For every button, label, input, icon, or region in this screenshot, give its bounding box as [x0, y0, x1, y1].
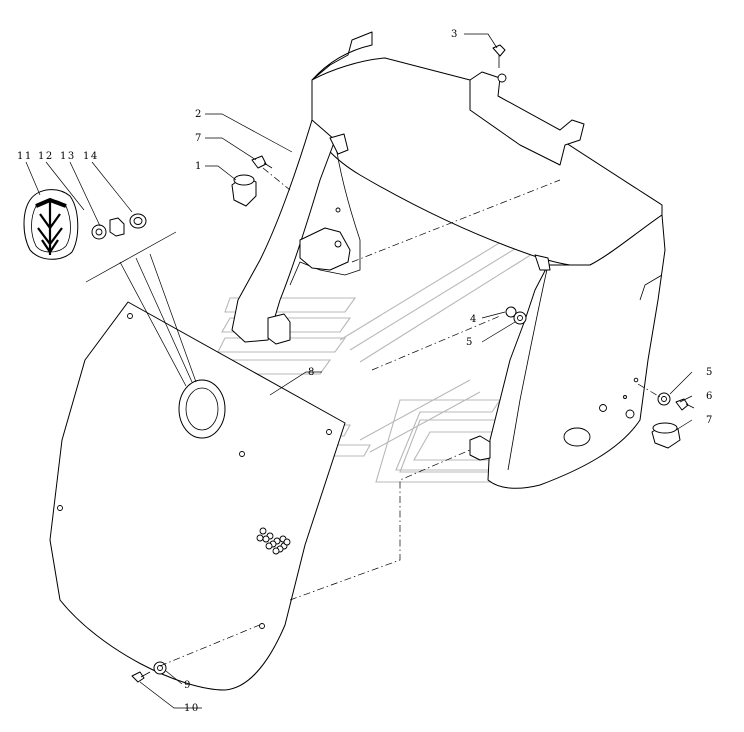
callout-6: 6 — [706, 391, 714, 402]
callout-5-center: 5 — [466, 337, 474, 348]
centerlines — [159, 167, 661, 667]
callout-12: 12 — [38, 151, 54, 162]
callout-labels: 3 2 7 1 11 12 13 14 4 5 8 5 6 7 9 10 — [17, 29, 714, 714]
callout-1: 1 — [195, 161, 203, 172]
leader-lines — [25, 33, 693, 709]
callout-11: 11 — [17, 151, 33, 162]
fasteners — [91, 44, 695, 683]
callout-2: 2 — [195, 109, 203, 120]
front-grille-panel — [49, 301, 346, 691]
front-cowl-frame — [231, 31, 666, 489]
badge-emblem — [23, 189, 79, 260]
vent-holes — [256, 527, 291, 555]
callout-8: 8 — [308, 367, 316, 378]
callout-14: 14 — [83, 151, 99, 162]
callout-9: 9 — [184, 680, 192, 691]
callout-4: 4 — [470, 314, 478, 325]
callout-7-upper: 7 — [195, 133, 203, 144]
callout-10: 10 — [184, 703, 200, 714]
callout-7-right: 7 — [706, 415, 714, 426]
callout-5-right: 5 — [706, 367, 714, 378]
callout-3: 3 — [451, 29, 459, 40]
callout-13: 13 — [60, 151, 76, 162]
